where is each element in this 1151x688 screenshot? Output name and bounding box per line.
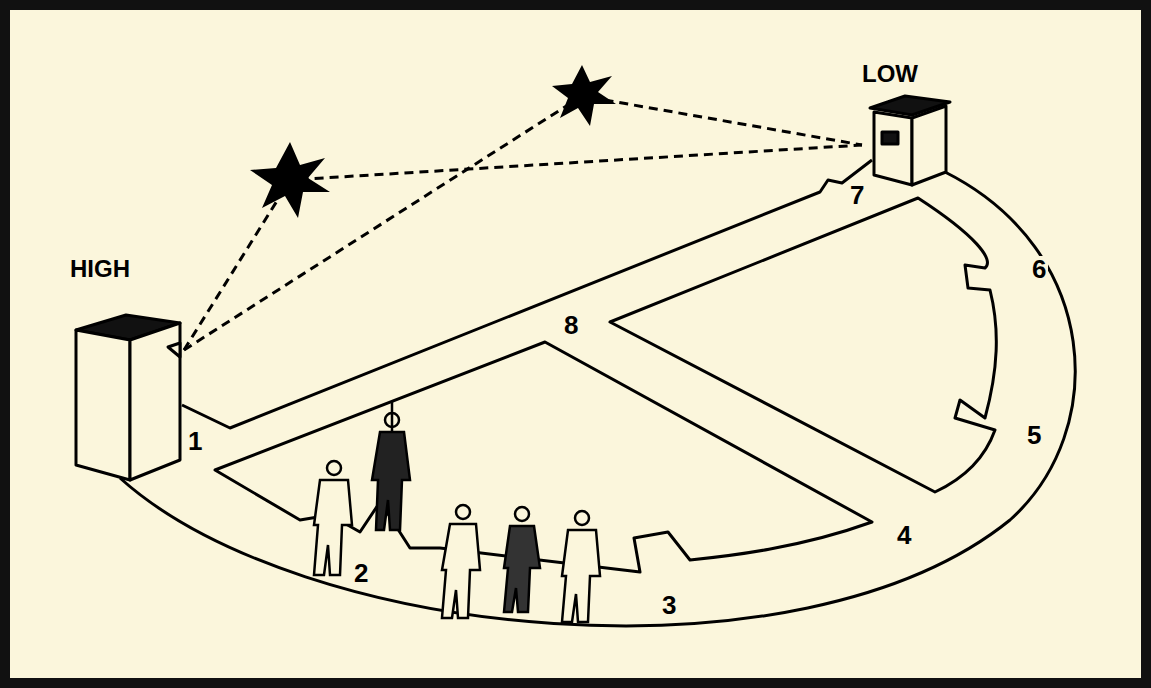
fire-line — [184, 145, 862, 350]
bunker-symbol — [68, 255, 188, 485]
callout-number: 2 — [352, 560, 370, 586]
trench-wall — [215, 342, 872, 572]
bunker-node: LOW — [860, 60, 960, 190]
callout-number: 4 — [895, 522, 913, 548]
callout-number: 8 — [562, 312, 580, 338]
callout-number: 7 — [848, 182, 866, 208]
callout-number: 5 — [1025, 422, 1043, 448]
position-label: HIGH — [68, 255, 132, 283]
soldier-figures — [314, 402, 600, 622]
position-label: LOW — [860, 60, 920, 88]
bunker-node: HIGH — [68, 255, 188, 485]
fire-line — [184, 96, 862, 350]
trench-wall — [182, 160, 872, 428]
trench-wall — [120, 172, 1075, 626]
callout-number: 6 — [1030, 256, 1048, 282]
trench-wall — [610, 198, 996, 492]
callout-number: 3 — [660, 592, 678, 618]
callout-number: 1 — [186, 428, 204, 454]
burst-star — [250, 65, 616, 218]
